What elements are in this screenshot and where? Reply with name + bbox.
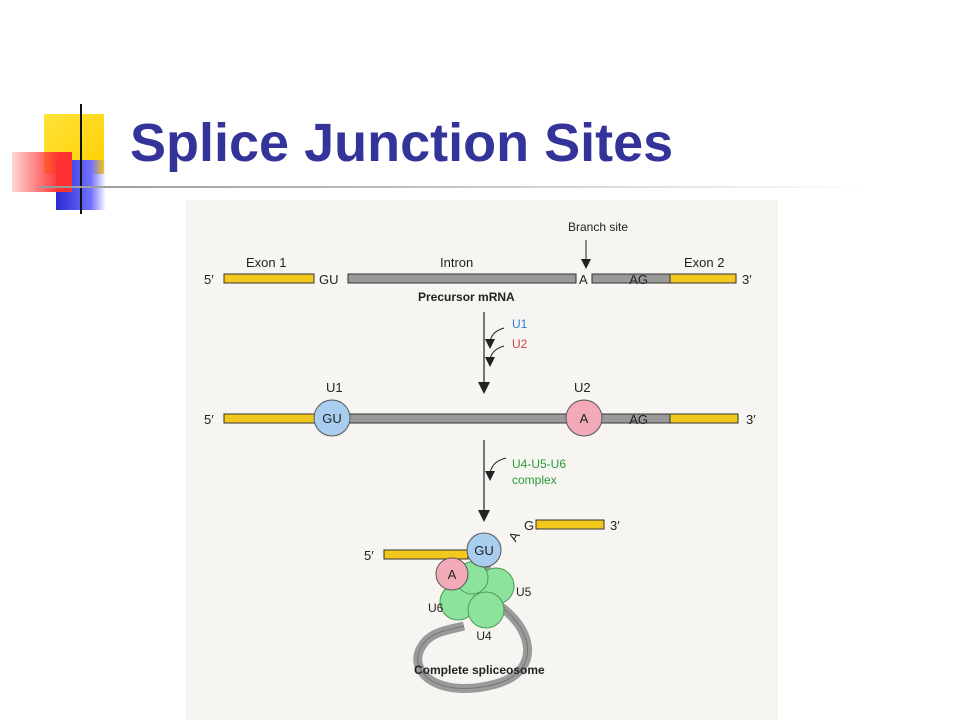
stage3-g: G (524, 518, 534, 533)
page-title: Splice Junction Sites (130, 113, 674, 173)
stage1-gu: GU (319, 272, 339, 287)
precursor-mrna: 5′ GU A AG AG 3′ Exon 1 Intron Exon 2 Br… (204, 220, 752, 304)
stage2-u2-label: U2 (574, 380, 591, 395)
stage3-ag-a: A (505, 529, 522, 544)
stage1-ag-label: AG (629, 272, 648, 287)
accent-square-red (12, 152, 72, 192)
complex-label-line2: complex (512, 473, 557, 487)
splicing-diagram: 5′ GU A AG AG 3′ Exon 1 Intron Exon 2 Br… (204, 220, 756, 693)
u1-snrnp (313, 399, 351, 437)
exon1-bar (223, 273, 315, 284)
complete-spliceosome: 3′ G A 5′ GU A U5 U6 U4 Complete spliceo… (364, 518, 620, 693)
stage2-three-prime: 3′ (746, 412, 756, 427)
stage3-exon2-bar (535, 519, 605, 530)
branch-site-label: Branch site (568, 220, 628, 234)
u1-entering-label: U1 (512, 317, 528, 331)
stage2-u1-label: U1 (326, 380, 343, 395)
stage3-exon1-bar (383, 549, 469, 560)
stage3-a: A (448, 567, 457, 582)
stage2-intron-bar (345, 413, 671, 424)
spliceosome-caption: Complete spliceosome (414, 663, 545, 677)
u2-snrnp (565, 399, 603, 437)
precursor-caption: Precursor mRNA (418, 290, 515, 304)
stage1-five-prime: 5′ (204, 272, 214, 287)
step1-arrow: U1 U2 (478, 312, 528, 394)
u6-label: U6 (428, 601, 444, 615)
stage2-five-prime: 5′ (204, 412, 214, 427)
stage1-a: A (579, 272, 588, 287)
spliceosome-figure: 5′ GU A AG AG 3′ Exon 1 Intron Exon 2 Br… (186, 200, 778, 720)
exon1-label: Exon 1 (246, 255, 286, 270)
u1-u2-bound: 5′ GU A AG 3′ U1 U2 (204, 380, 756, 437)
stage2-gu: GU (322, 411, 342, 426)
stage3-three-prime: 3′ (610, 518, 620, 533)
u4-snrnp (467, 591, 505, 629)
title-underline (40, 186, 870, 188)
stage3-u1-snrnp (466, 532, 502, 568)
u2-entering-label: U2 (512, 337, 528, 351)
step2-arrow: U4-U5-U6 complex (478, 440, 566, 522)
stage2-exon1-bar (223, 413, 321, 424)
complex-label-line1: U4-U5-U6 (512, 457, 566, 471)
stage3-gu: GU (474, 543, 494, 558)
u4-label: U4 (476, 629, 492, 643)
stage2-a: A (580, 411, 589, 426)
exon2-label: Exon 2 (684, 255, 724, 270)
intron-bar (347, 273, 577, 284)
stage1-three-prime: 3′ (742, 272, 752, 287)
stage3-five-prime: 5′ (364, 548, 374, 563)
stage2-exon2-bar (669, 413, 739, 424)
stage2-ag: AG (629, 412, 648, 427)
u5-label: U5 (516, 585, 532, 599)
accent-line-vertical (80, 104, 82, 214)
stage3-u2-snrnp (435, 557, 469, 591)
intron-label: Intron (440, 255, 473, 270)
exon2-bar (669, 273, 737, 284)
